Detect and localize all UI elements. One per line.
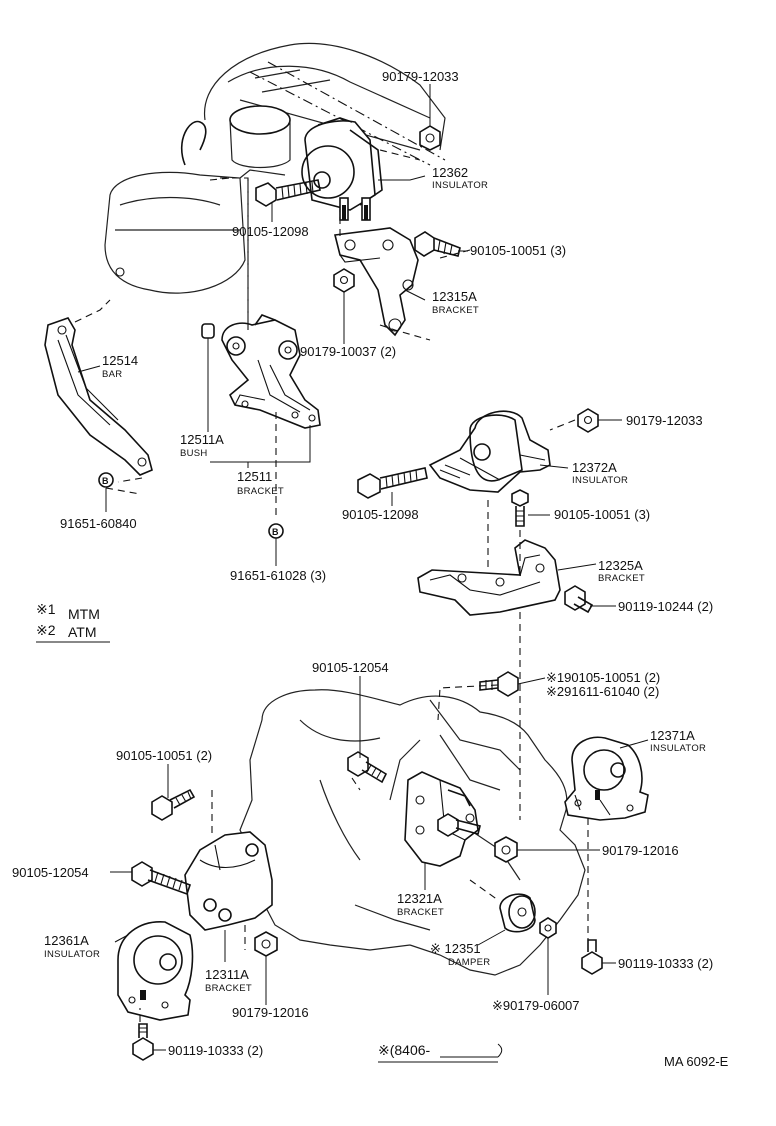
legend: ※1 MTM ※2 ATM [36,601,110,643]
label-90105-10051-mid: 90105-10051 (3) [554,507,650,522]
bolt-90119-10333-right-icon [581,939,603,975]
bar-12514-icon [44,317,153,476]
assembly-lines [74,149,589,1022]
label-90105-10051-star1: ※190105-10051 (2) [546,670,660,685]
nut-90179-12016-bottom-icon [254,931,278,957]
label-90179-12033-mid: 90179-12033 [626,413,703,428]
label-12511: 12511 [237,469,272,484]
nut-90179-10037-icon [333,268,355,293]
label-91651-60840: 91651-60840 [60,516,137,531]
legend-mark1-symbol: ※1 [36,601,56,617]
label-90105-12054-top: 90105-12054 [312,660,389,675]
insulator-12361A-icon [117,921,194,1021]
label-90105-12054-left: 90105-12054 [12,865,89,880]
label-90179-12016-right: 90179-12016 [602,843,679,858]
label-90119-10244: 90119-10244 (2) [618,599,713,614]
label-90119-10333-left: 90119-10333 (2) [168,1043,263,1058]
label-12321A: 12321A [397,891,442,906]
nut-90179-12033-top-icon [419,125,441,151]
label-12372A: 12372A [572,460,617,475]
legend-mark2-text: ATM [68,624,97,640]
bolt-marker-b: B [102,476,109,486]
bolt-90105-12098-mid-icon [357,467,428,499]
label-12511A: 12511A [180,432,224,447]
bolt-90119-10333-left-icon [132,1023,154,1061]
label-12315A: 12315A [432,289,477,304]
label-12511-name: BRACKET [237,486,284,497]
label-12315A-name: BRACKET [432,305,479,316]
washer-91651-60840-icon: B [98,472,114,488]
label-91611-61040-star2: ※291611-61040 (2) [546,684,659,699]
label-12514: 12514 [102,353,138,368]
label-12514-name: BAR [102,369,122,380]
label-12511A-name: BUSH [180,448,208,459]
label-90119-10333-right: 90119-10333 (2) [618,956,713,971]
label-90105-10051-top: 90105-10051 (3) [470,243,566,258]
label-12351: ※ 12351 [430,941,481,956]
label-90105-12098-top: 90105-12098 [232,224,309,239]
bolt-90105-10051-top-icon [414,231,461,257]
bolt-90105-10051-left-icon [151,788,196,821]
part-labels: 90179-12033 12362 INSULATOR 90105-12098 … [12,69,713,1058]
label-12325A: 12325A [598,558,643,573]
nut-90179-12033-mid-icon [577,408,599,433]
label-12371A: 12371A [650,728,695,743]
oil-cap-icon [229,105,291,135]
label-12311A: 12311A [205,967,249,982]
nut-90179-06007-icon [539,917,557,939]
hose-hook-icon [180,120,207,166]
label-12362-name: INSULATOR [432,180,488,191]
bolt-12321A-mount-icon [437,813,481,837]
figure-code: MA 6092-E [664,1054,729,1069]
engine-head-outline [104,42,446,330]
bracket-12511-icon [221,314,321,429]
label-12351-name: DAMPER [448,957,490,968]
legend-mark2-symbol: ※2 [36,622,56,638]
footnote: ※(8406- [378,1042,503,1063]
label-12325A-name: BRACKET [598,573,645,584]
label-12321A-name: BRACKET [397,907,444,918]
bolt-90105-10051-mid-icon [511,489,529,527]
production-date-note: ※(8406- [378,1042,431,1058]
bracket-12315A-icon [334,227,419,337]
label-90105-10051-left: 90105-10051 (2) [116,748,212,763]
label-12371A-name: INSULATOR [650,743,706,754]
bolt-90105-10051-star-icon [479,671,519,697]
label-91651-61028: 91651-61028 (3) [230,568,326,583]
label-90179-06007: ※90179-06007 [492,998,580,1013]
label-12372A-name: INSULATOR [572,475,628,486]
label-90105-12098-mid: 90105-12098 [342,507,419,522]
label-90179-12016-bottom: 90179-12016 [232,1005,309,1020]
bolt-90119-10244-icon [564,585,594,614]
label-90179-10037: 90179-10037 (2) [300,344,396,359]
insulator-12371A-icon [564,736,649,821]
bolt-90105-12054-top-icon [347,751,388,784]
bush-12511A-icon [201,323,215,339]
label-12361A-name: INSULATOR [44,949,100,960]
nut-90179-12016-right-icon [494,836,518,863]
label-12311A-name: BRACKET [205,983,252,994]
washer-91651-61028-icon: B [268,523,284,539]
insulator-12362-icon [301,117,383,221]
label-12361A: 12361A [44,933,89,948]
bolt-90105-12098-top-icon [255,179,321,207]
legend-mark1-text: MTM [68,606,100,622]
bolt-90105-12054-left-icon [131,861,192,896]
label-12362: 12362 [432,165,468,180]
damper-12351-icon [499,893,536,933]
bracket-12311A-icon [184,831,273,931]
label-90179-12033-top: 90179-12033 [382,69,459,84]
insulator-12372A-icon [428,410,551,493]
leader-lines [77,84,649,1051]
bracket-12325A-icon [417,539,561,616]
bolt-marker-b: B [272,527,279,537]
